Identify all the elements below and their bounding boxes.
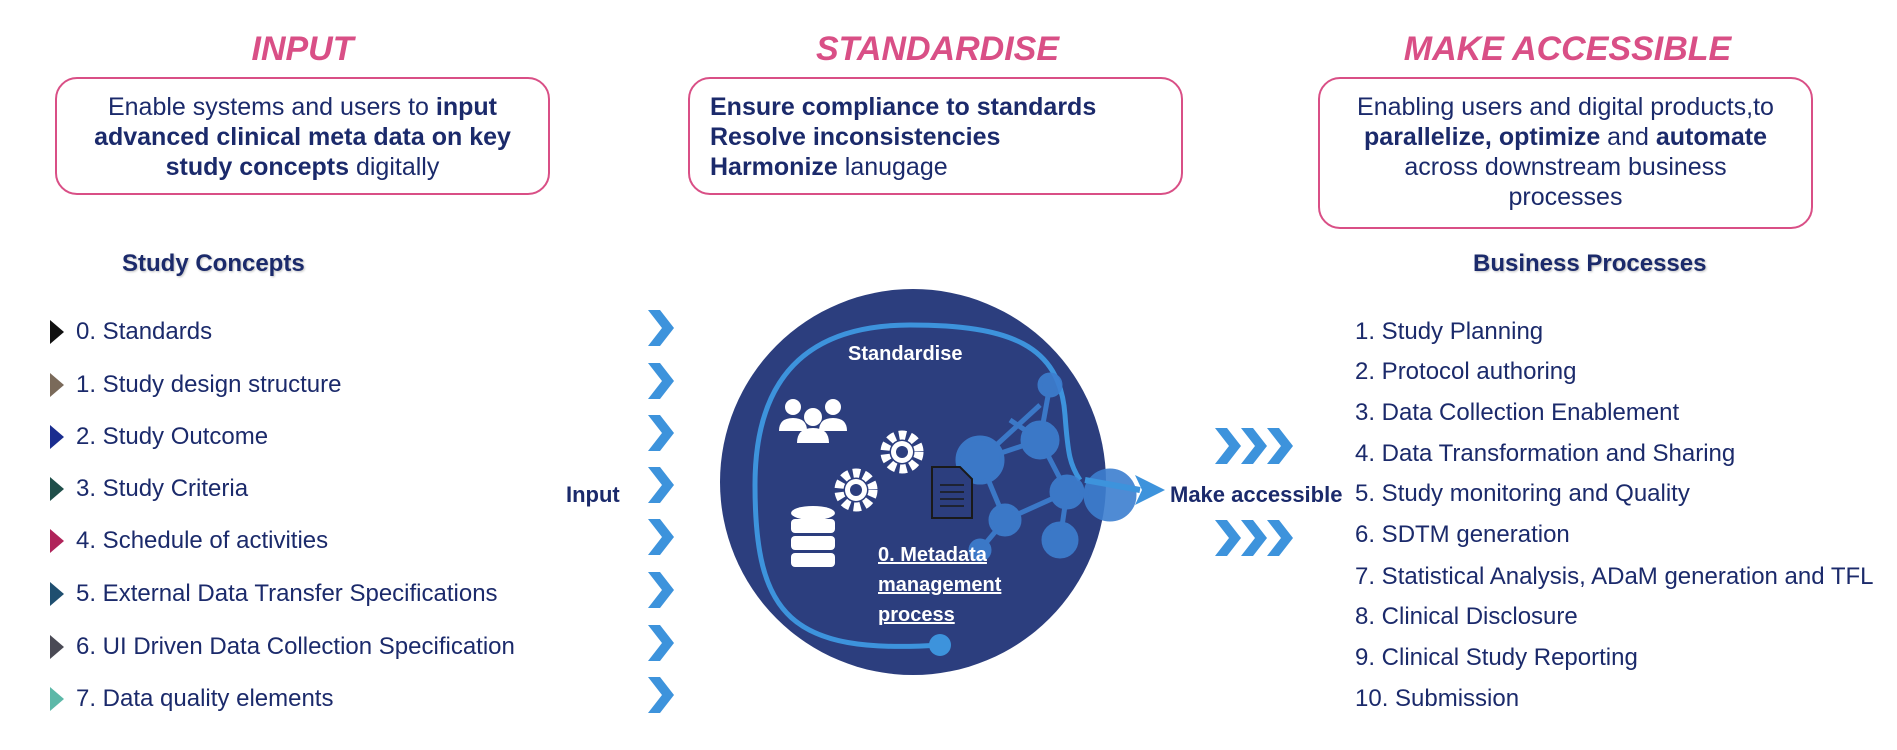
study-concept-label: 5. External Data Transfer Specifications xyxy=(76,580,498,607)
metadata-label: 0. Metadata management process xyxy=(878,540,1001,630)
standardise-line3-rest: lanugage xyxy=(837,153,948,181)
make-accessible-line1: Enabling users and digital products,to xyxy=(1357,93,1774,121)
chevron-right-icon xyxy=(648,467,674,503)
make-accessible-label: Make accessible xyxy=(1170,482,1343,507)
make-accessible-box: Enabling users and digital products,to p… xyxy=(1318,77,1813,229)
chevron-right-icon xyxy=(1215,428,1241,464)
study-concept-label: 0. Standards xyxy=(76,318,213,345)
business-process-item: 8. Clinical Disclosure xyxy=(1355,603,1578,630)
make-accessible-bold2: optimize xyxy=(1498,123,1601,151)
standardise-circle-label: Standardise xyxy=(848,343,963,365)
metadata-line2: management xyxy=(878,574,1002,596)
study-concept-label: 4. Schedule of activities xyxy=(76,527,329,554)
study-concept-label: 6. UI Driven Data Collection Specificati… xyxy=(76,633,515,660)
metadata-line1: 0. Metadata xyxy=(878,544,987,566)
make-accessible-bold1: parallelize xyxy=(1364,123,1485,151)
business-process-item: 9. Clinical Study Reporting xyxy=(1355,644,1638,671)
triangle-bullet-icon xyxy=(50,635,64,659)
triangle-bullet-icon xyxy=(50,320,64,344)
study-concept-item: 5. External Data Transfer Specifications xyxy=(50,577,498,611)
standardise-title: STANDARDISE xyxy=(815,30,1060,68)
gears-icon xyxy=(834,430,924,512)
chevron-right-icon xyxy=(648,572,674,608)
chevron-right-icon xyxy=(1267,428,1293,464)
database-icon xyxy=(791,506,835,567)
input-text-before: Enable systems and users to xyxy=(107,93,436,121)
study-concept-item: 2. Study Outcome xyxy=(50,420,268,454)
triangle-bullet-icon xyxy=(50,373,64,397)
standardise-line3-bold: Harmonize xyxy=(710,153,838,181)
business-process-item: 2. Protocol authoring xyxy=(1355,358,1577,385)
process-circle xyxy=(720,289,1106,675)
standardise-box: Ensure compliance to standards Resolve i… xyxy=(688,77,1183,195)
input-text-bold: input advanced clinical meta data on key… xyxy=(94,93,511,181)
study-concept-item: 3. Study Criteria xyxy=(50,472,248,506)
out-arrow-head xyxy=(1135,475,1165,505)
business-process-item: 7. Statistical Analysis, ADaM generation… xyxy=(1355,563,1874,590)
chevron-right-icon xyxy=(648,519,674,555)
standardise-line2: Resolve inconsistencies xyxy=(710,123,1001,151)
business-process-item: 4. Data Transformation and Sharing xyxy=(1355,440,1736,467)
study-concept-item: 6. UI Driven Data Collection Specificati… xyxy=(50,630,515,664)
business-process-item: 1. Study Planning xyxy=(1355,318,1544,345)
business-process-item: 10. Submission xyxy=(1355,685,1520,712)
make-accessible-bold3: automate xyxy=(1655,123,1767,151)
study-concept-label: 3. Study Criteria xyxy=(76,475,249,502)
study-concept-item: 0. Standards xyxy=(50,315,212,349)
chevron-right-icon xyxy=(648,625,674,661)
make-accessible-sep2: and xyxy=(1600,123,1656,151)
metadata-process-diagram xyxy=(720,289,1165,675)
chevron-right-icon xyxy=(648,415,674,451)
make-accessible-sep1: , xyxy=(1484,123,1499,151)
chevron-right-icon xyxy=(1267,520,1293,556)
study-concept-item: 4. Schedule of activities xyxy=(50,524,328,558)
output-chevrons xyxy=(1215,428,1293,556)
study-concept-label: 2. Study Outcome xyxy=(76,423,269,450)
triangle-bullet-icon xyxy=(50,477,64,501)
standardise-line1: Ensure compliance to standards xyxy=(710,93,1097,121)
make-accessible-title: MAKE ACCESSIBLE xyxy=(1403,30,1732,68)
document-icon xyxy=(931,466,973,519)
input-box: Enable systems and users to input advanc… xyxy=(55,77,550,195)
triangle-bullet-icon xyxy=(50,425,64,449)
metadata-line3: process xyxy=(878,604,955,626)
flow-end-dot xyxy=(929,634,951,656)
flow-path xyxy=(752,322,1083,649)
business-processes-heading: Business Processes xyxy=(1473,250,1707,277)
business-process-item: 5. Study monitoring and Quality xyxy=(1355,480,1690,507)
out-arrow-line xyxy=(1084,477,1141,493)
users-icon xyxy=(779,399,847,443)
study-concepts-heading: Study Concepts xyxy=(122,250,305,277)
business-process-item: 3. Data Collection Enablement xyxy=(1355,399,1680,426)
chevron-right-icon xyxy=(648,310,674,346)
chevron-right-icon xyxy=(648,677,674,713)
input-label: Input xyxy=(566,482,620,507)
make-accessible-line3: across downstream business processes xyxy=(1404,153,1727,211)
input-text-after: digitally xyxy=(349,153,440,181)
triangle-bullet-icon xyxy=(50,529,64,553)
business-process-item: 6. SDTM generation xyxy=(1355,521,1570,548)
chevron-right-icon xyxy=(1241,428,1267,464)
study-concept-item: 7. Data quality elements xyxy=(50,682,333,716)
input-chevrons xyxy=(648,310,674,713)
study-concept-label: 1. Study design structure xyxy=(76,371,342,398)
chevron-right-icon xyxy=(1215,520,1241,556)
study-concept-label: 7. Data quality elements xyxy=(76,685,334,712)
triangle-bullet-icon xyxy=(50,582,64,606)
chevron-right-icon xyxy=(1241,520,1267,556)
input-title: INPUT xyxy=(251,30,354,68)
triangle-bullet-icon xyxy=(50,687,64,711)
study-concept-item: 1. Study design structure xyxy=(50,368,341,402)
chevron-right-icon xyxy=(648,363,674,399)
